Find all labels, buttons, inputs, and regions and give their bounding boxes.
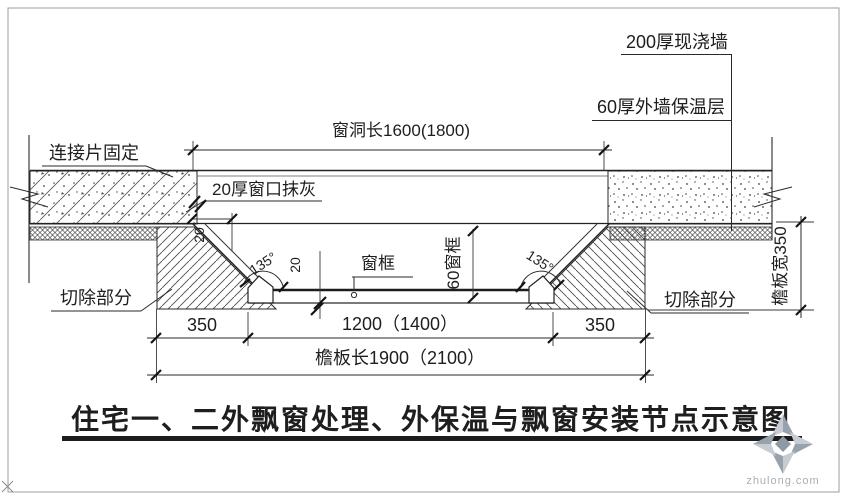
frame-corner-block-right xyxy=(528,275,555,304)
page-border xyxy=(1,7,840,493)
dim-1200: 1200（1400） xyxy=(342,314,458,334)
leader-cut-right: 切除部分 xyxy=(626,290,749,314)
dim-20a: 20 xyxy=(186,213,238,251)
dim-frame-60: 60窗框 xyxy=(444,225,479,304)
right-wall-section xyxy=(607,170,773,225)
leader-connector: 连接片固定 xyxy=(42,143,174,178)
connector-label: 连接片固定 xyxy=(49,143,139,163)
watermark-text: zhulong.com xyxy=(746,475,819,487)
opening-plaster-label: 20厚窗口抹灰 xyxy=(212,180,316,199)
break-marks xyxy=(9,186,793,208)
leader-plaster: 20厚窗口抹灰 xyxy=(185,180,322,213)
leader-insulation: 60厚外墙保温层 xyxy=(592,97,732,121)
leader-window-frame: 窗框 xyxy=(350,254,413,299)
dim-opening-length: 窗洞长1600(1800) xyxy=(184,121,612,171)
drawing-title: 住宅一、二外飘窗处理、外保温与飘窗安装节点示意图 xyxy=(71,403,791,435)
cut-part-left xyxy=(156,226,278,310)
wall-sections xyxy=(28,135,773,283)
dim-20b-label: 20 xyxy=(287,257,303,273)
opening-length-label: 窗洞长1600(1800) xyxy=(332,121,470,140)
dim-20b: 20 xyxy=(287,251,327,319)
title-block: 住宅一、二外飘窗处理、外保温与飘窗安装节点示意图 xyxy=(62,403,802,441)
frame-corner-block-left xyxy=(247,275,274,304)
break-mark-left xyxy=(9,186,49,208)
left-wall-section xyxy=(29,170,198,225)
dim-350-left: 350 xyxy=(187,315,217,335)
insulation-strip-left xyxy=(29,226,158,241)
cut-parts xyxy=(156,226,646,310)
frame-60-label: 60窗框 xyxy=(444,237,463,290)
cast-wall-label: 200厚现浇墙 xyxy=(626,32,728,52)
cut-right-label: 切除部分 xyxy=(664,290,736,310)
dim-350-right: 350 xyxy=(585,315,615,335)
dim-20a-label: 20 xyxy=(191,227,207,243)
dim-board-length: 檐板长1900（2100） xyxy=(315,348,485,368)
insulation-label: 60厚外墙保温层 xyxy=(597,97,725,117)
leader-cut-left: 切除部分 xyxy=(51,288,173,312)
dim-board-width: 檐板宽350 xyxy=(648,216,814,318)
watermark: zhulong.com xyxy=(746,414,819,487)
title-underline xyxy=(62,436,802,441)
watermark-logo xyxy=(753,414,813,474)
cut-left-label: 切除部分 xyxy=(60,288,132,308)
window-frame-label: 窗框 xyxy=(361,254,395,273)
break-mark-right xyxy=(753,186,793,208)
board-width-label: 檐板宽350 xyxy=(771,226,790,305)
angle-left-label: 135° xyxy=(246,249,279,278)
window-frame xyxy=(247,275,555,304)
dims-bottom: 350 1200（1400） 350 檐板长1900（2100） xyxy=(147,309,654,383)
leader-cast-wall: 200厚现浇墙 xyxy=(621,32,732,231)
